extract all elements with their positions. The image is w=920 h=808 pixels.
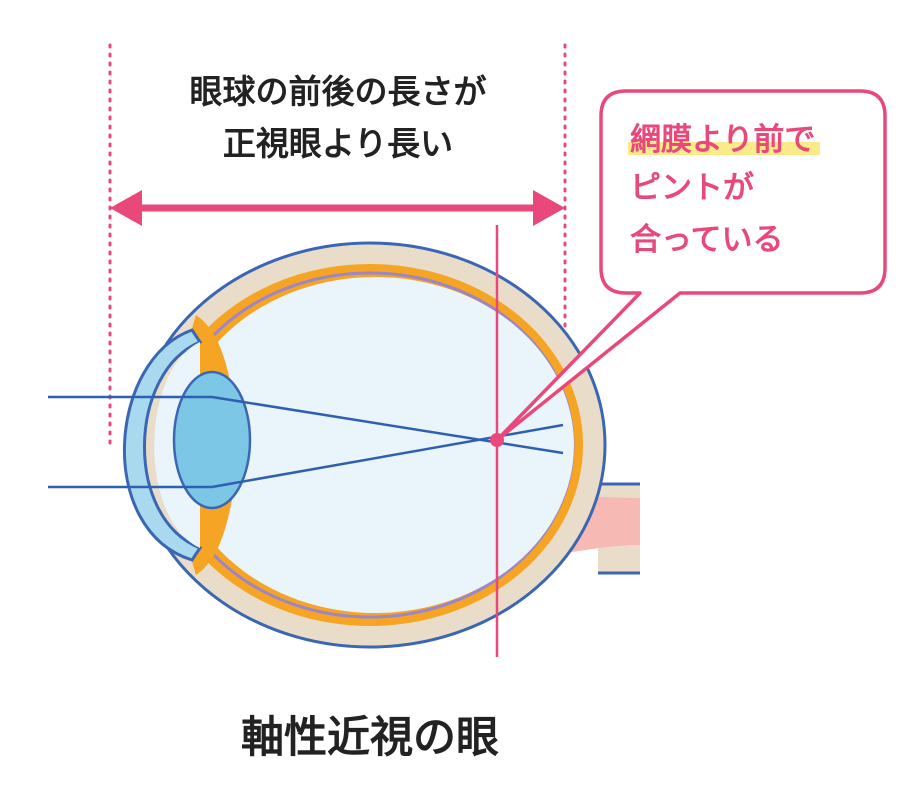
callout-line3: 合っている (630, 222, 783, 258)
refracted-ray-top (211, 395, 564, 455)
diagram-caption: 軸性近視の眼 (241, 713, 499, 763)
crystalline-lens (172, 370, 252, 510)
callout-highlight (628, 142, 820, 155)
callout-bubble: 網膜より前で ピントが 合っている (495, 89, 887, 442)
length-label-line1: 眼球の前後の長さが (190, 72, 487, 111)
length-label-line2: 正視眼より長い (223, 124, 453, 163)
callout-line2: ピントが (630, 170, 754, 206)
length-double-arrow (110, 190, 565, 226)
callout-line1: 網膜より前で (630, 122, 815, 158)
vitreous-body (176, 277, 574, 613)
